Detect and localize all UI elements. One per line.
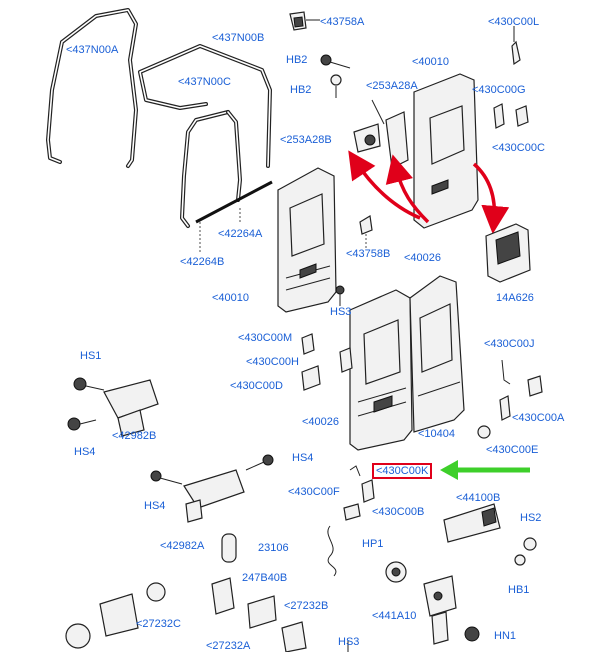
label-hs4-lower: HS4	[144, 500, 166, 512]
label-430c00a: <430C00A	[512, 412, 565, 424]
label-430c00e: <430C00E	[486, 444, 539, 456]
spring-hp1	[327, 525, 337, 577]
screw-hs3-upper	[335, 285, 345, 306]
hinge-253a28	[353, 99, 409, 169]
label-437n00b: <437N00B	[212, 32, 265, 44]
red-arrows	[348, 150, 510, 234]
label-430c00b: <430C00B	[372, 506, 425, 518]
label-430c00m: <430C00M	[238, 332, 293, 344]
strip-42264	[195, 180, 273, 252]
green-arrow	[440, 460, 530, 480]
label-437n00a: <437N00A	[66, 44, 119, 56]
label-42264b: <42264B	[180, 256, 225, 268]
parts-27232c	[65, 582, 166, 649]
label-27232c: <27232C	[136, 618, 181, 630]
label-40010-upper: <40010	[412, 56, 450, 68]
module-14a626	[485, 223, 531, 283]
label-27232b: <27232B	[284, 600, 329, 612]
lock-441a10	[385, 561, 407, 583]
label-42982a: <42982A	[160, 540, 205, 552]
door-40010-left	[277, 167, 337, 313]
label-hb2-second: HB2	[290, 84, 312, 96]
label-hs4-left: HS4	[74, 446, 96, 458]
label-430c00j: <430C00J	[484, 338, 535, 350]
label-23106: 23106	[258, 542, 289, 554]
door-40010-upper	[413, 73, 479, 229]
label-hb1: HB1	[508, 584, 530, 596]
clip-430c00l	[511, 26, 521, 66]
label-hs3-upper: HS3	[330, 306, 352, 318]
cylinder-23106	[221, 533, 237, 563]
label-430c00f: <430C00F	[288, 486, 340, 498]
seal-437n00c	[180, 110, 242, 228]
label-42264a: <42264A	[218, 228, 263, 240]
label-40026-upper: <40026	[404, 252, 442, 264]
bracket-247b40b	[211, 577, 235, 615]
label-14a626: 14A626	[496, 292, 534, 304]
parts-27232a-b	[247, 595, 307, 652]
doors-40026	[349, 275, 465, 451]
label-247b40b: 247B40B	[242, 572, 288, 584]
label-hs2: HS2	[520, 512, 542, 524]
label-437n00c: <437N00C	[178, 76, 231, 88]
label-43758a: <43758A	[320, 16, 365, 28]
label-44100b: <44100B	[456, 492, 501, 504]
label-42982b: <42982B	[112, 430, 157, 442]
label-40026-lower: <40026	[302, 416, 340, 428]
handle-44100b	[443, 503, 537, 566]
clips-430c00g	[493, 103, 529, 129]
label-hb2-top: HB2	[286, 54, 308, 66]
label-430c00g: <430C00G	[472, 84, 526, 96]
label-hs4-mid: HS4	[292, 452, 314, 464]
seal-437n00a	[46, 8, 138, 168]
label-10404: <10404	[418, 428, 456, 440]
label-430c00k-highlighted: <430C00K	[372, 463, 433, 479]
label-430c00c: <430C00C	[492, 142, 545, 154]
label-hp1: HP1	[362, 538, 384, 550]
label-hs3-lower: HS3	[338, 636, 360, 648]
latch-mechanism	[423, 575, 480, 645]
clips-430c00j-a-e	[477, 359, 543, 439]
label-27232a: <27232A	[206, 640, 251, 652]
clip-43758b	[359, 215, 373, 248]
label-hn1: HN1	[494, 630, 517, 642]
clip-43758a	[289, 11, 320, 31]
hinge-42982b	[67, 377, 159, 437]
label-441a10: <441A10	[372, 610, 417, 622]
hinge-42982a	[150, 454, 274, 523]
label-430c00h: <430C00H	[246, 356, 299, 368]
label-253a28b: <253A28B	[280, 134, 332, 146]
bolts-hb2	[320, 54, 351, 98]
clips-430c00k-f-b	[343, 465, 375, 521]
label-253a28a: <253A28A	[366, 80, 418, 92]
seal-437n00b	[138, 44, 272, 168]
label-43758b: <43758B	[346, 248, 391, 260]
clips-430c00m-h-d	[301, 333, 353, 391]
label-hs1: HS1	[80, 350, 102, 362]
label-430c00l: <430C00L	[488, 16, 540, 28]
label-40010-left: <40010	[212, 292, 250, 304]
label-430c00d: <430C00D	[230, 380, 283, 392]
